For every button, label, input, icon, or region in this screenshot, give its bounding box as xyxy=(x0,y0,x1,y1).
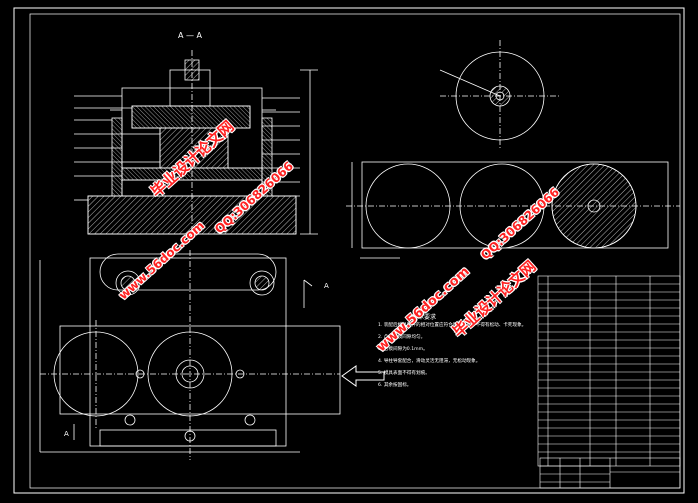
section-mark-top: A xyxy=(324,282,329,290)
note-6: 6. 其余按国标。 xyxy=(378,383,412,388)
section-mark-bottom: A xyxy=(64,430,69,438)
notes-title: 技术要求 xyxy=(412,314,437,321)
strip-layout xyxy=(346,40,680,259)
outer-border xyxy=(13,7,685,494)
inner-border xyxy=(29,13,681,489)
note-4: 4. 导柱导套配合，滑动灵活无阻滞，无松动现象。 xyxy=(378,359,481,364)
section-view-aa xyxy=(74,50,318,240)
section-label: A — A xyxy=(178,31,203,40)
bom-table xyxy=(537,275,681,489)
note-1: 1. 装配后模具零件的相对位置应符合图纸要求，不得有松动、卡死现象。 xyxy=(378,323,527,328)
note-5: 5. 模具表面不得有划痕。 xyxy=(378,371,430,376)
note-2: 2. 凸、凹模间隙均匀。 xyxy=(378,335,426,340)
plan-view xyxy=(39,250,341,460)
note-3: 3. 合模间隙为0.1mm。 xyxy=(378,347,428,352)
view-direction-arrow xyxy=(341,365,385,387)
